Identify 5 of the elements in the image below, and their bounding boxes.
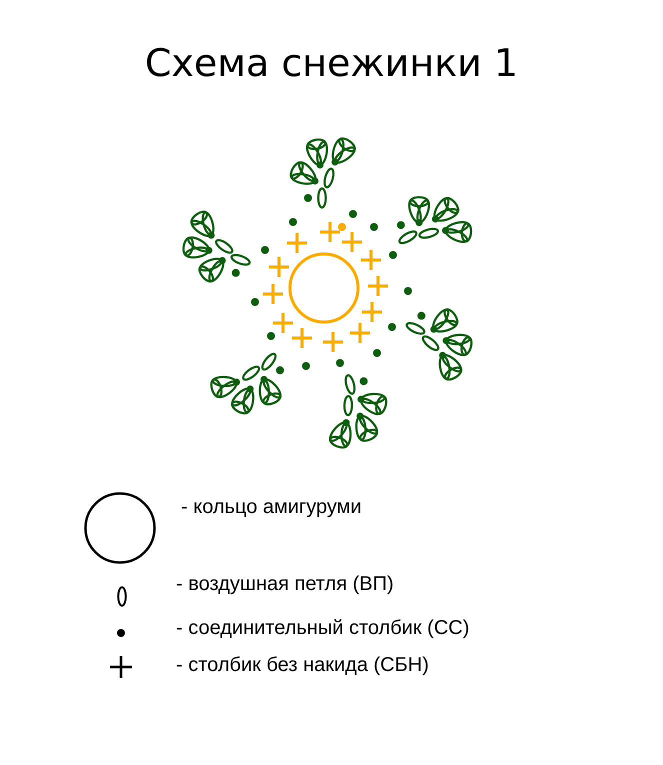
legend-text: - воздушная петля (ВП)	[176, 572, 394, 596]
title: Схема снежинки 1	[144, 40, 518, 86]
legend-text: - соединительный столбик (СС)	[176, 616, 470, 640]
legend-text: - столбик без накида (СБН)	[176, 653, 429, 677]
legend-text: - кольцо амигуруми	[181, 495, 362, 519]
